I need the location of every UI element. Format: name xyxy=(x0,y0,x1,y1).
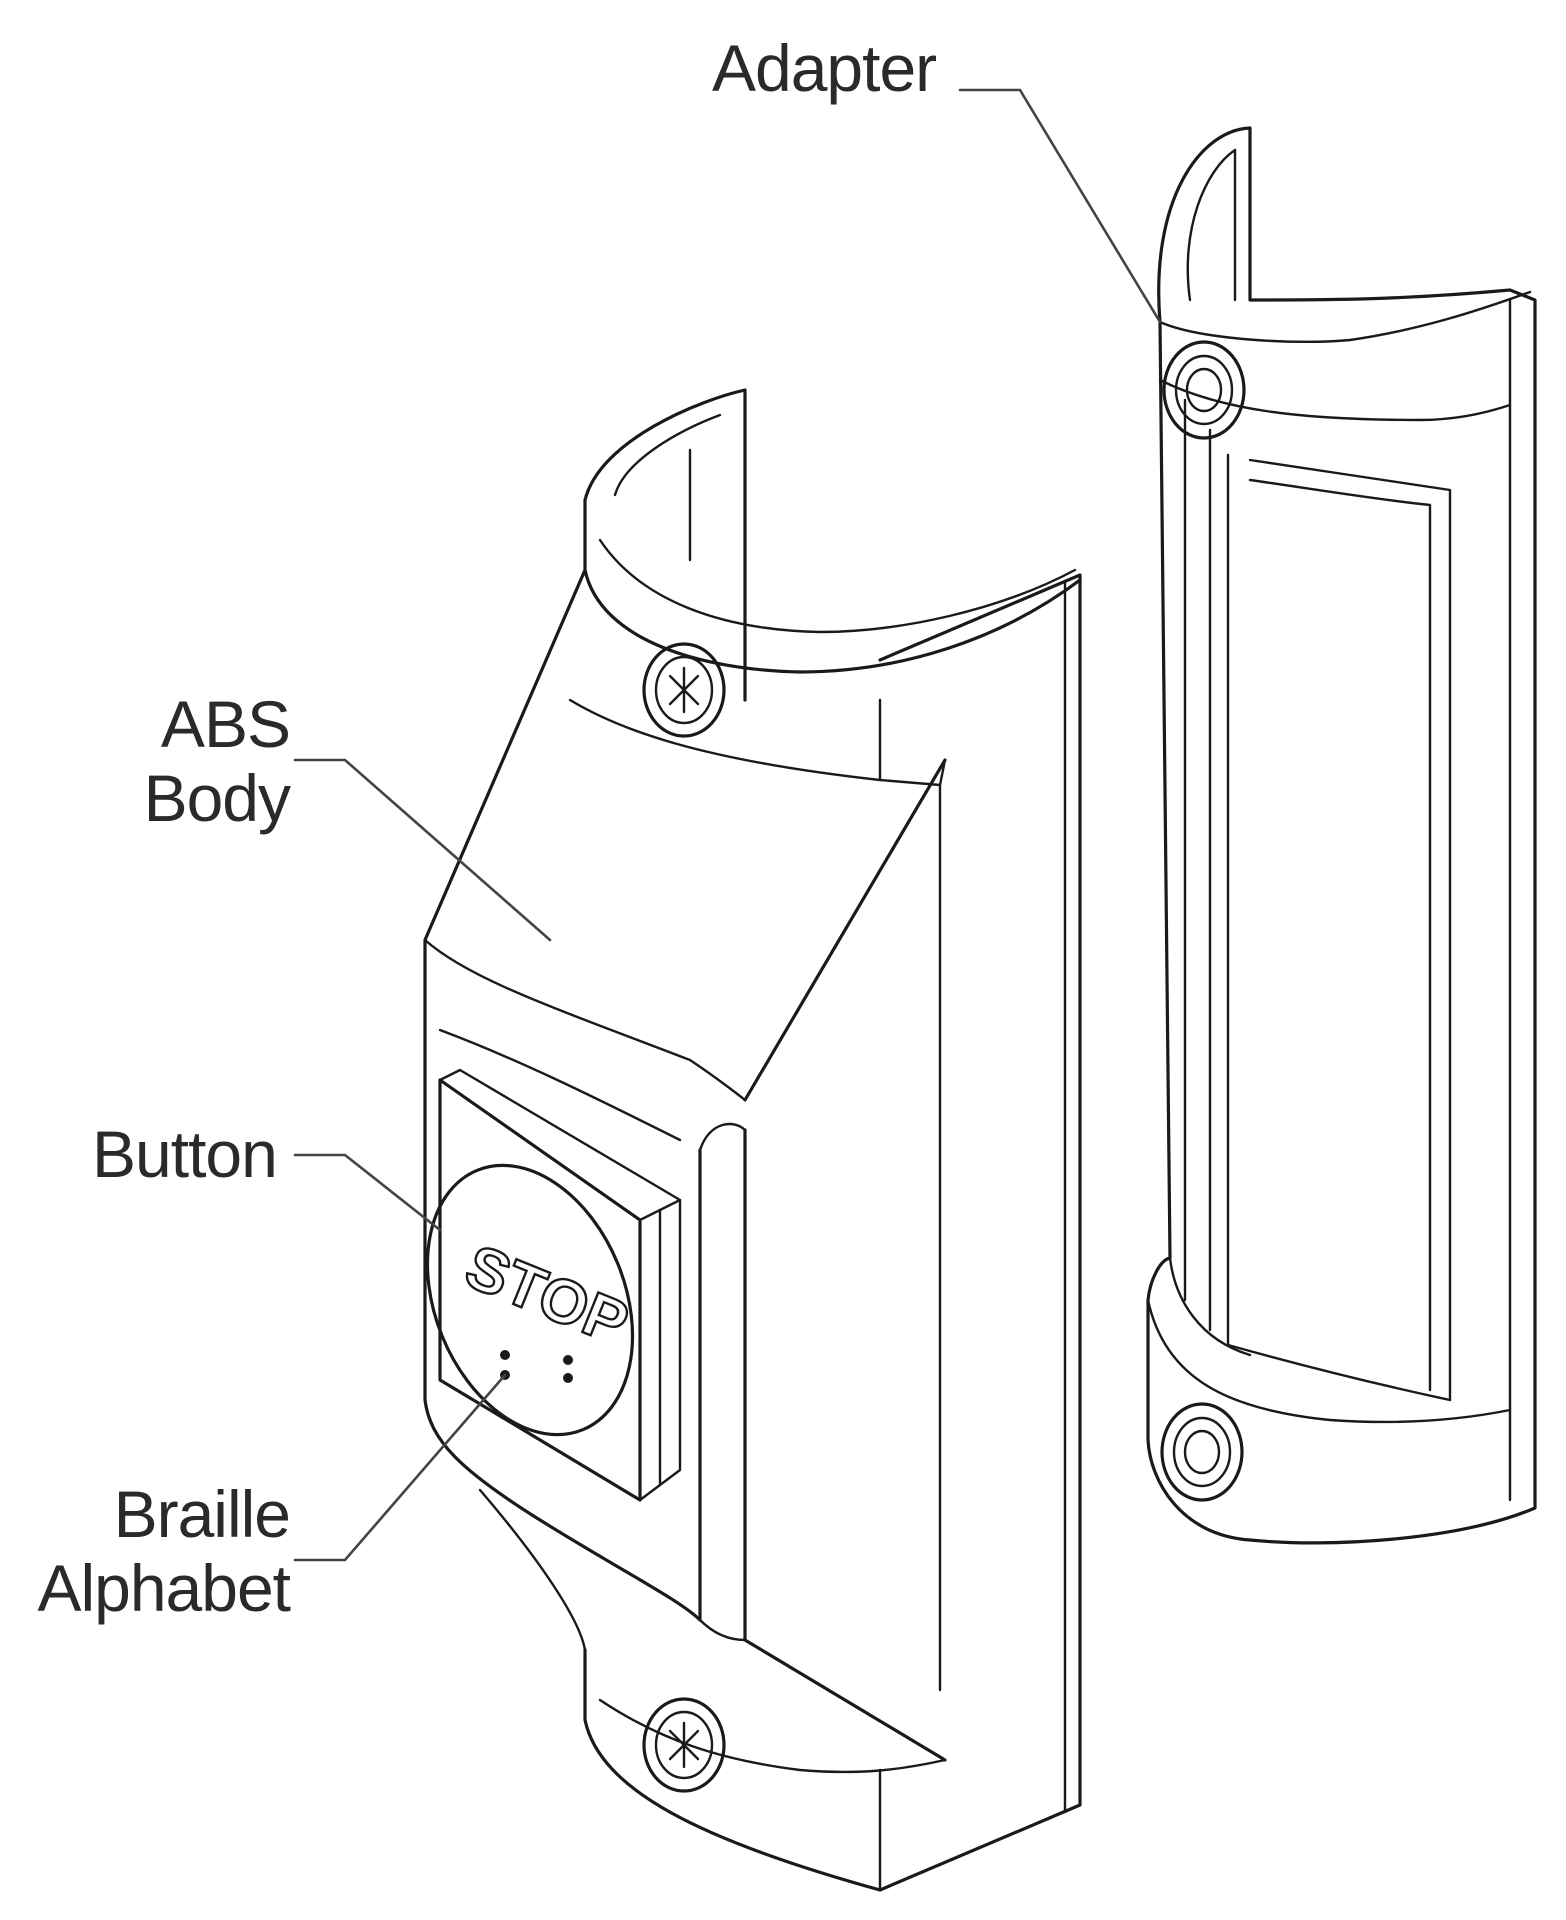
button-leader-line xyxy=(293,1153,442,1232)
stop-button-part: STOP xyxy=(425,1068,682,1502)
body-back-plate xyxy=(878,573,1082,1892)
button-stop-text: STOP xyxy=(456,1232,637,1359)
braille-leader-line xyxy=(293,1373,507,1562)
body-top-screw-icon xyxy=(642,642,726,738)
abs-body-label-line2: Body xyxy=(143,760,291,835)
braille-label-line1: Braille xyxy=(113,1477,291,1551)
button-label: Button xyxy=(92,1117,278,1191)
button-stop-oval xyxy=(425,1163,635,1437)
abs-body-label-line1: ABS xyxy=(160,687,291,761)
adapter-leader-line xyxy=(958,88,1162,324)
braille-label-line2: Alphabet xyxy=(37,1550,291,1625)
abs-body-part xyxy=(423,388,1082,1892)
adapter-bottom-screw-icon xyxy=(1160,1402,1244,1502)
body-bottom-screw-icon xyxy=(642,1697,726,1793)
braille-alphabet-label: Braille Alphabet xyxy=(10,1477,291,1626)
abs-body-leader-line xyxy=(293,758,552,942)
adapter-label: Adapter xyxy=(712,31,937,105)
adapter-outline xyxy=(1146,126,1537,1545)
braille-dots-icon xyxy=(500,1350,573,1383)
abs-body-label: ABS Body xyxy=(130,687,291,836)
adapter-part xyxy=(1146,126,1537,1545)
adapter-top-screw-icon xyxy=(1162,340,1246,440)
